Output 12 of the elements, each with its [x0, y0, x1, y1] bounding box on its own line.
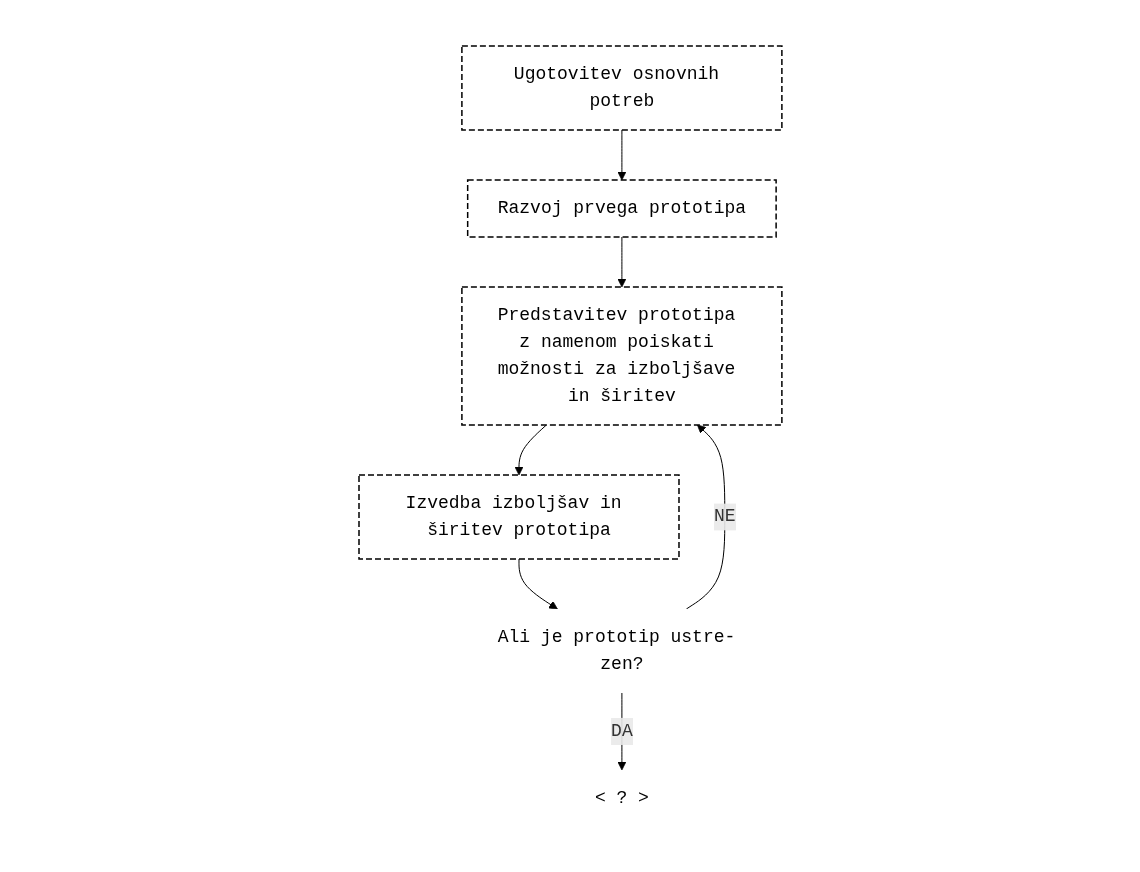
node-box: Razvoj prvega prototipa — [466, 178, 777, 238]
arrow — [514, 424, 547, 475]
node-box: Izvedba izboljšav in širitev prototipa — [357, 473, 680, 560]
node-text: < ? > — [594, 787, 649, 808]
edge-label: NE — [713, 506, 736, 526]
node-box: Ugotovitev osnovnih potreb — [460, 44, 783, 131]
edge-label: DA — [610, 720, 633, 741]
arrow — [617, 236, 626, 287]
arrow — [617, 129, 626, 180]
node-text: Ali je prototip ustre- zen? — [497, 626, 735, 674]
node-box: Predstavitev prototipa z namenom poiskati možnosti za izboljšave in širitev — [460, 285, 783, 426]
arrow — [518, 558, 558, 609]
